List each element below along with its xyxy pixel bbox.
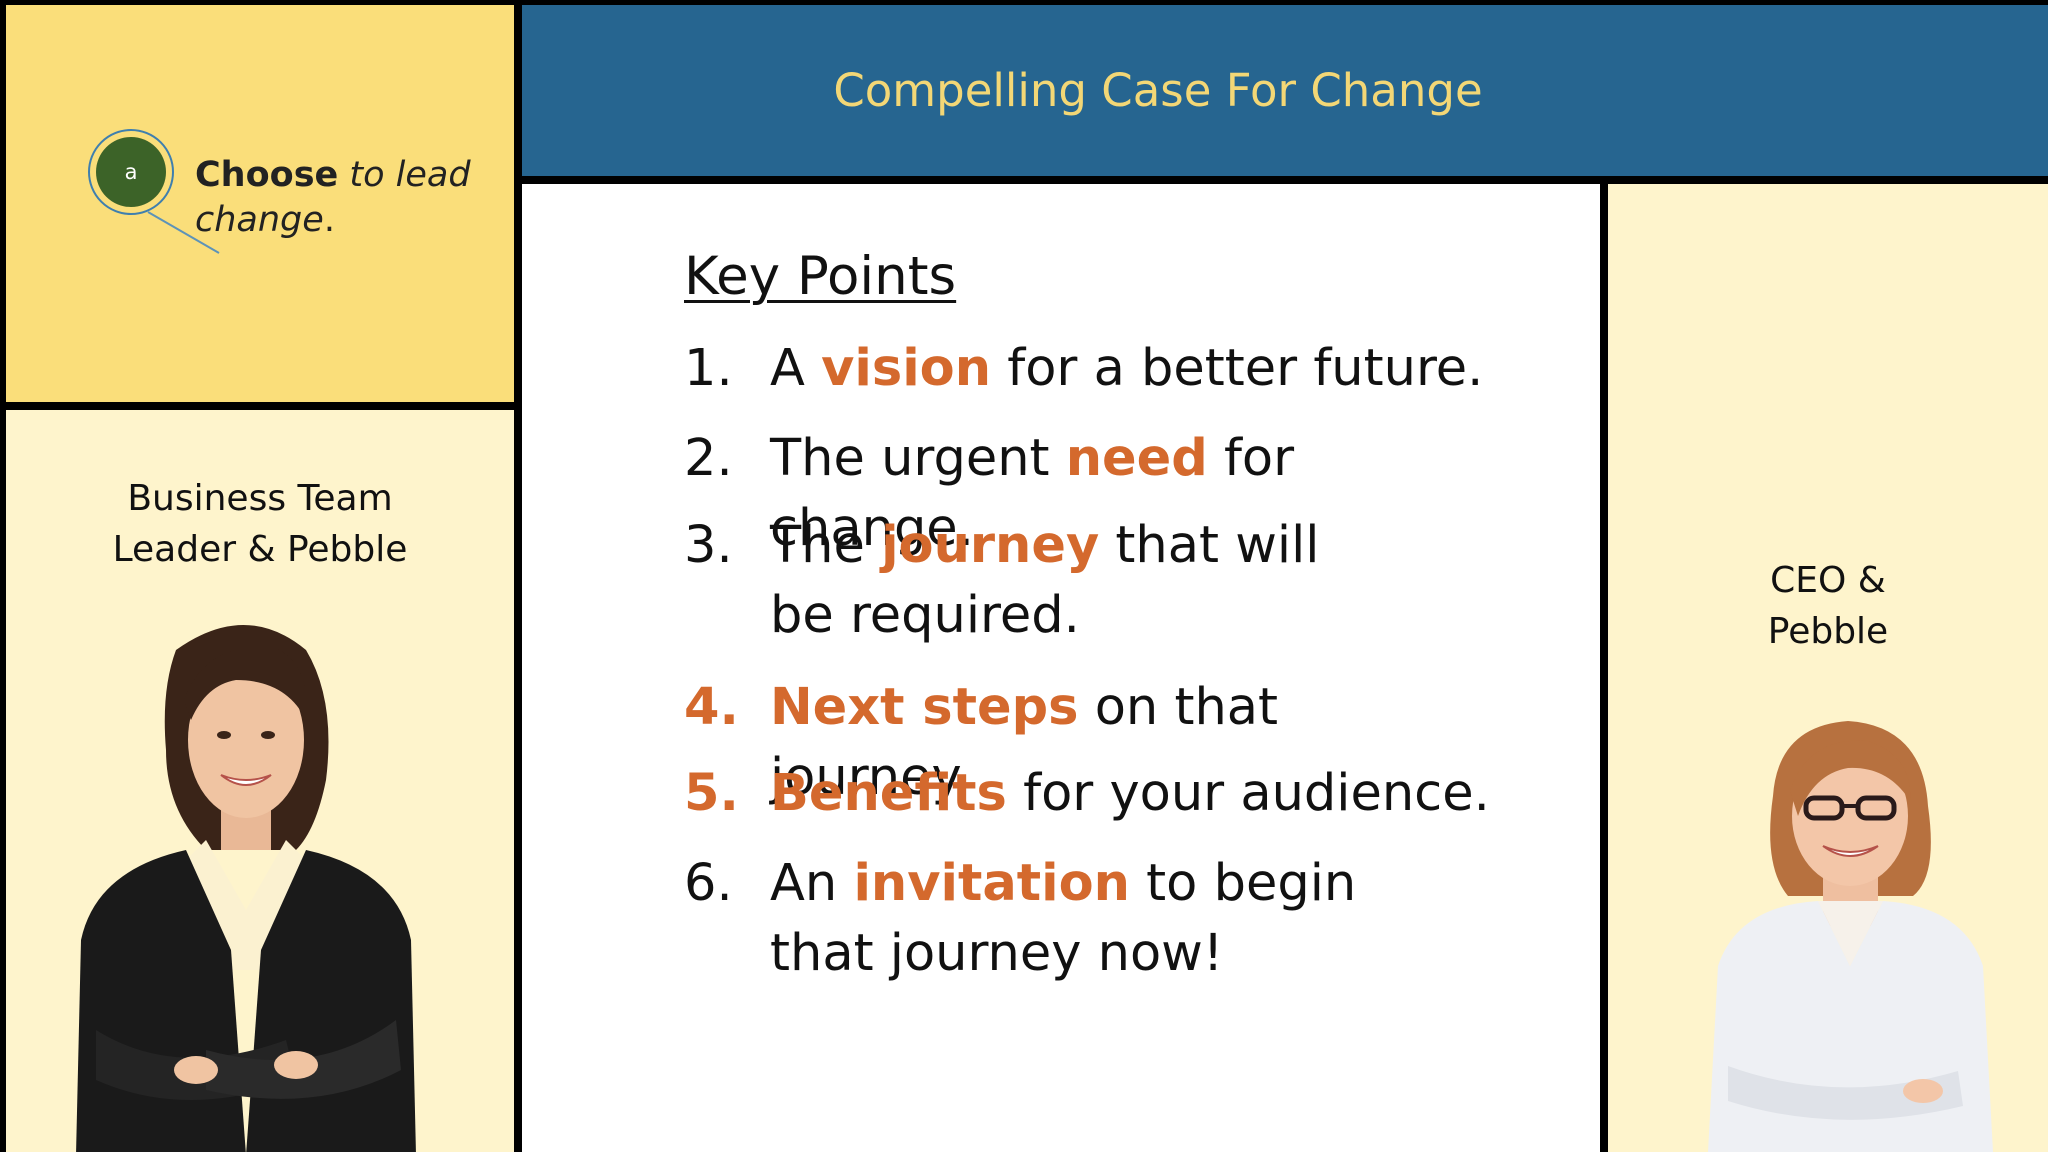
key-point-pre: A — [770, 339, 822, 398]
key-point-number: 6. — [684, 854, 733, 913]
business-leader-panel: Business Team Leader & Pebble — [6, 410, 514, 1152]
ceo-photo — [1708, 721, 1993, 1152]
key-point-highlight: vision — [821, 339, 992, 398]
key-points-content: Key Points 1. A vision for a better futu… — [522, 184, 1600, 1152]
key-point-text: Next steps on that journey. — [770, 673, 1490, 813]
key-point-post: on that journey. — [770, 678, 1279, 807]
objective-text: Choose to lead change. — [195, 153, 495, 243]
key-points-heading: Key Points — [684, 246, 957, 307]
key-point-post: that will be required. — [770, 516, 1320, 645]
key-point-pre: An — [770, 854, 854, 913]
key-point-post: for change. — [770, 429, 1295, 558]
key-point-text: The journey that will be required. — [770, 511, 1370, 651]
business-leader-photo — [76, 625, 416, 1152]
step-badge: a — [80, 125, 220, 265]
objective-bold: Choose — [195, 155, 339, 195]
ceo-panel: CEO & Pebble — [1608, 184, 2048, 1152]
slide-header: Compelling Case For Change — [522, 5, 2048, 176]
step-letter-badge: a — [96, 137, 166, 207]
key-point-post: to begin that journey now! — [770, 854, 1357, 983]
key-point-number: 2. — [684, 429, 733, 488]
key-point-highlight: need — [1065, 429, 1208, 488]
key-point-number: 1. — [684, 339, 733, 398]
key-point-pre: The — [770, 516, 882, 575]
key-point-pre: The urgent — [770, 429, 1066, 488]
business-leader-label-line2: Leader & Pebble — [112, 529, 408, 570]
objective-italic-2: change — [195, 200, 324, 240]
key-point-post: for a better future. — [991, 339, 1484, 398]
slide-title: Compelling Case For Change — [833, 64, 1483, 117]
key-point-number: 5. — [684, 764, 739, 823]
key-point-number: 3. — [684, 516, 733, 575]
objective-period: . — [323, 200, 335, 240]
objective-italic-1: to lead — [349, 155, 471, 195]
key-point-post: for your audience. — [1006, 764, 1490, 823]
ceo-label: CEO & Pebble — [1608, 555, 2048, 657]
key-point-number: 4. — [684, 678, 739, 737]
key-point-highlight: invitation — [853, 854, 1130, 913]
ceo-label-line1: CEO & — [1770, 560, 1886, 601]
key-point-text: The urgent need for change. — [770, 424, 1490, 564]
badge-ring — [88, 129, 174, 215]
key-point-highlight: Next steps — [770, 678, 1079, 737]
key-point-highlight: Benefits — [770, 764, 1007, 823]
objective-panel: a Choose to lead change. — [6, 5, 514, 402]
key-point-highlight: journey — [881, 516, 1100, 575]
key-point-text: A vision for a better future. — [770, 334, 1490, 404]
key-point-text: Benefits for your audience. — [770, 759, 1490, 829]
business-leader-label-line1: Business Team — [127, 478, 393, 519]
ceo-label-line2: Pebble — [1767, 611, 1889, 652]
key-point-text: An invitation to begin that journey now! — [770, 849, 1410, 989]
business-leader-label: Business Team Leader & Pebble — [6, 473, 514, 575]
